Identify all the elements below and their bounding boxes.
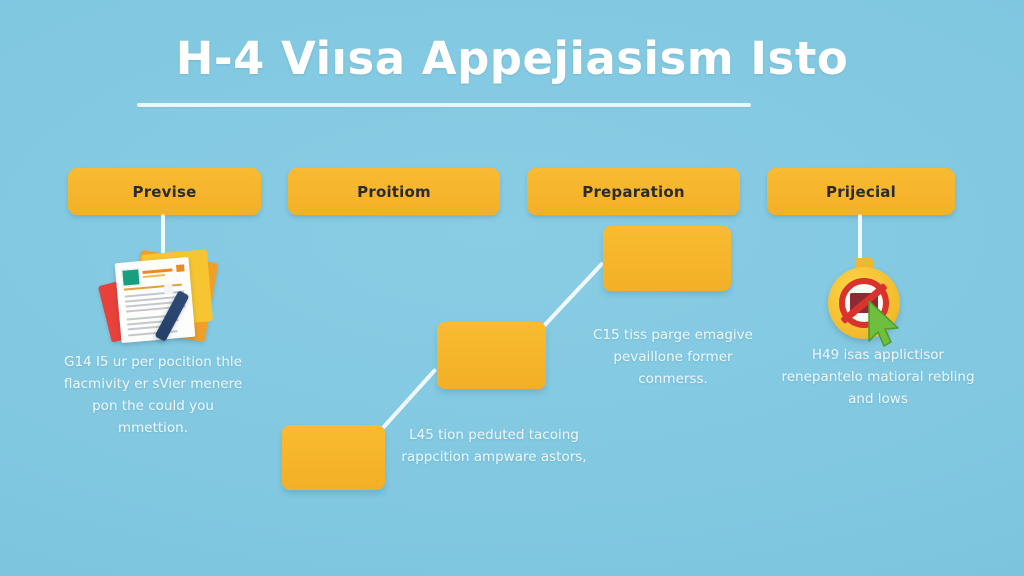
document-header-bar	[142, 268, 173, 274]
header-pill-prijecial[interactable]: Prijecial	[767, 168, 955, 215]
title-divider	[137, 103, 751, 107]
stair-box-1[interactable]	[282, 425, 385, 490]
document-form-icon	[97, 248, 222, 348]
title-block: H-4 Viısa Appejiasism Isto	[0, 34, 1024, 84]
prohibited-badge-icon	[822, 258, 914, 347]
column-description-4: H49 isas applictisor renepantelo matiora…	[781, 347, 975, 407]
header-pill-proitiom[interactable]: Proitiom	[288, 168, 500, 215]
document-header-subbar	[142, 274, 165, 278]
header-pill-label: Prijecial	[826, 182, 896, 201]
column-description-1: G14 I5 ur per pocition thle flacmivity e…	[63, 354, 243, 436]
column-description-2: L45 tion peduted tacoing rappcition ampw…	[401, 427, 587, 465]
header-pill-previse[interactable]: Previse	[68, 168, 261, 215]
document-stamp-icon	[121, 268, 141, 287]
column-description-3: C15 tiss parge emagive pevaillone former…	[593, 327, 753, 387]
header-pill-label: Previse	[132, 182, 197, 201]
connector-line-right	[858, 214, 862, 262]
header-pill-label: Preparation	[582, 182, 685, 201]
connector-line-left	[161, 214, 165, 262]
page-title: H-4 Viısa Appejiasism Isto	[175, 32, 849, 85]
document-corner-mark	[176, 264, 185, 273]
stair-box-3[interactable]	[603, 226, 731, 291]
header-pill-label: Proitiom	[357, 182, 431, 201]
stair-box-2[interactable]	[437, 322, 546, 389]
header-pill-preparation[interactable]: Preparation	[527, 168, 740, 215]
